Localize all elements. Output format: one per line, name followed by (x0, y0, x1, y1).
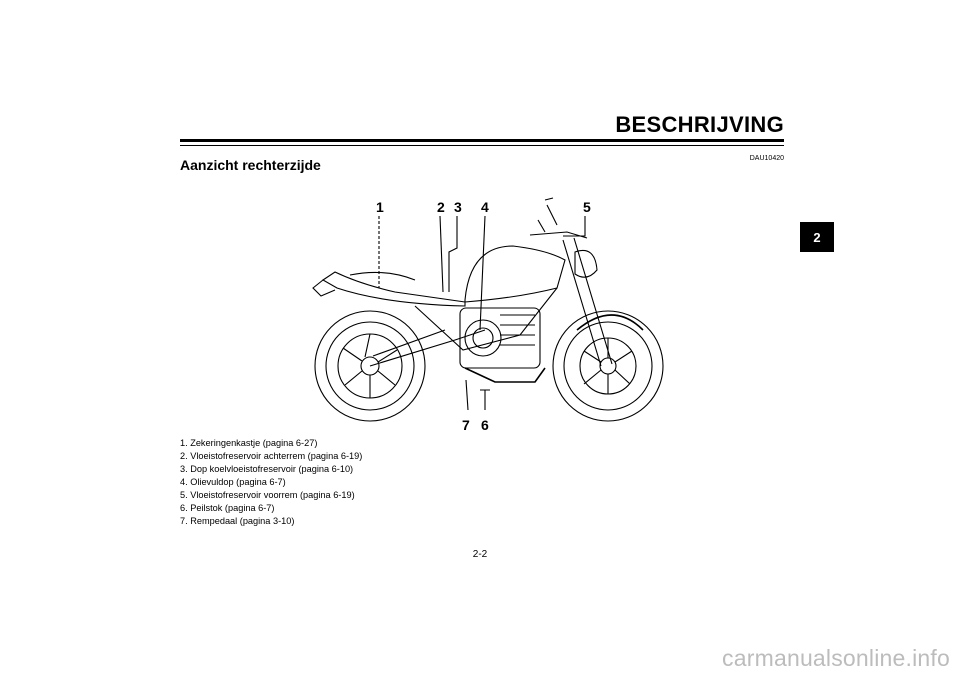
callout-label: 7 (462, 417, 470, 433)
header-rule-thin (180, 145, 784, 146)
section-code: DAU10420 (700, 155, 784, 162)
page-header-title: BESCHRIJVING (600, 112, 784, 138)
callout-label: 1 (376, 199, 384, 215)
legend-item: 2. Vloeistofreservoir achterrem (pagina … (180, 450, 362, 463)
legend-item: 3. Dop koelvloeistofreservoir (pagina 6-… (180, 463, 362, 476)
section-title: Aanzicht rechterzijde (180, 157, 321, 173)
watermark-link[interactable]: carmanualsonline.info (600, 645, 950, 672)
chapter-tab[interactable]: 2 (800, 222, 834, 252)
legend-item: 5. Vloeistofreservoir voorrem (pagina 6-… (180, 489, 362, 502)
legend-list: 1. Zekeringenkastje (pagina 6-27) 2. Vlo… (180, 437, 362, 528)
motorcycle-illustration (295, 180, 675, 430)
legend-item: 1. Zekeringenkastje (pagina 6-27) (180, 437, 362, 450)
legend-item: 7. Rempedaal (pagina 3-10) (180, 515, 362, 528)
callout-label: 4 (481, 199, 489, 215)
legend-item: 6. Peilstok (pagina 6-7) (180, 502, 362, 515)
header-rule-thick (180, 139, 784, 142)
callout-label: 6 (481, 417, 489, 433)
page-number: 2-2 (460, 549, 500, 560)
callout-label: 3 (454, 199, 462, 215)
callout-label: 5 (583, 199, 591, 215)
legend-item: 4. Olievuldop (pagina 6-7) (180, 476, 362, 489)
callout-label: 2 (437, 199, 445, 215)
